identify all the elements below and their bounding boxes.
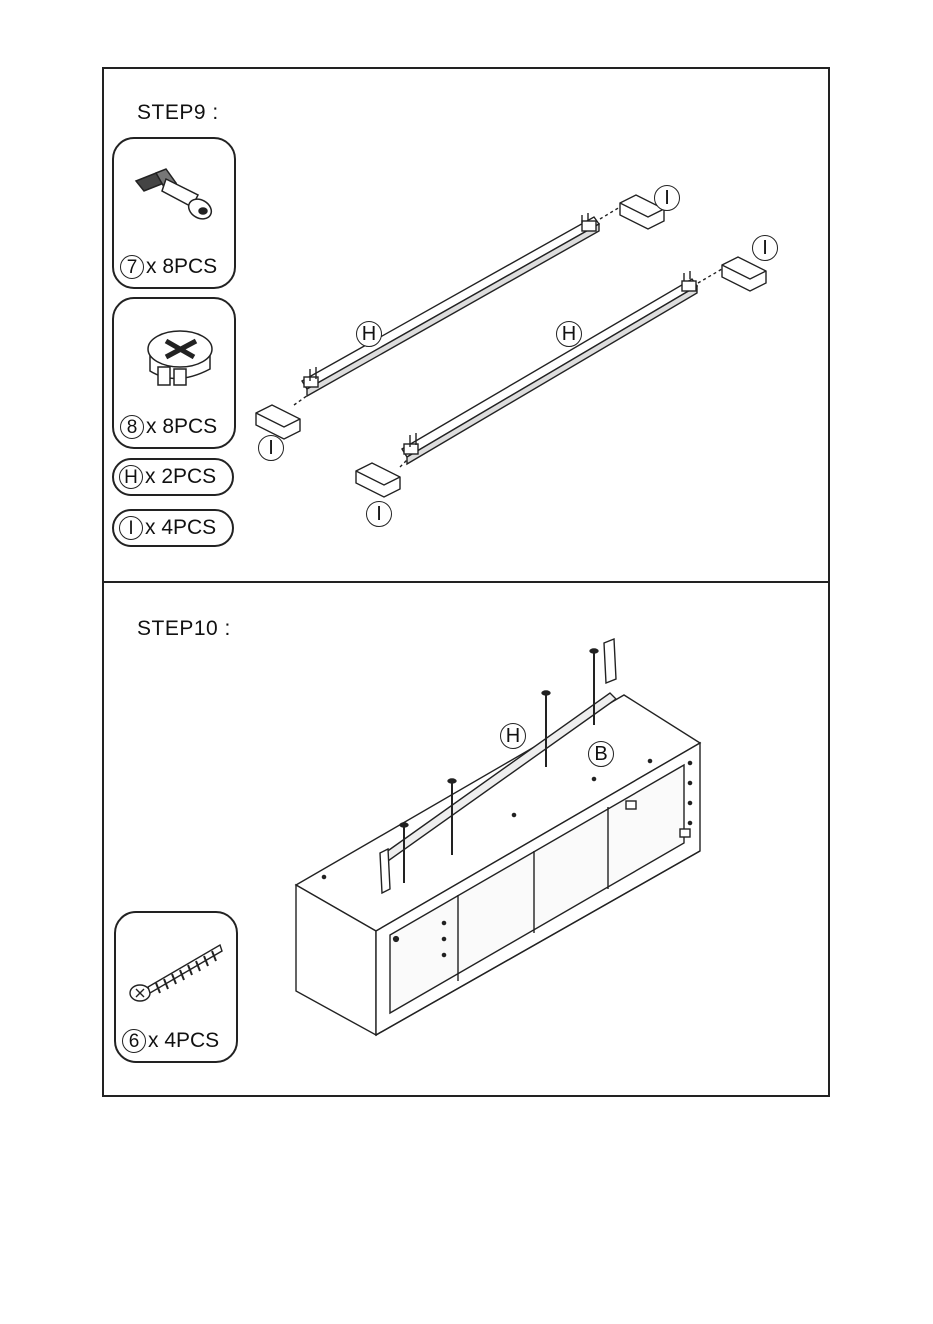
rail-H-callout-step10: H xyxy=(500,723,526,749)
foot-I-callout-3: I xyxy=(654,185,680,211)
foot-I-callout-2: I xyxy=(366,501,392,527)
step10-panel: STEP10 : 6 x 4PCS xyxy=(102,581,830,1097)
step10-cabinet-illustration xyxy=(104,583,832,1099)
step9-rails-illustration xyxy=(104,69,832,585)
rail-H-callout-1: H xyxy=(356,321,382,347)
step9-panel: STEP9 : 7 x 8PCS xyxy=(102,67,830,583)
foot-I-callout-1: I xyxy=(258,435,284,461)
foot-I-callout-4: I xyxy=(752,235,778,261)
cabinet-B-callout: B xyxy=(588,741,614,767)
rail-H-callout-2: H xyxy=(556,321,582,347)
